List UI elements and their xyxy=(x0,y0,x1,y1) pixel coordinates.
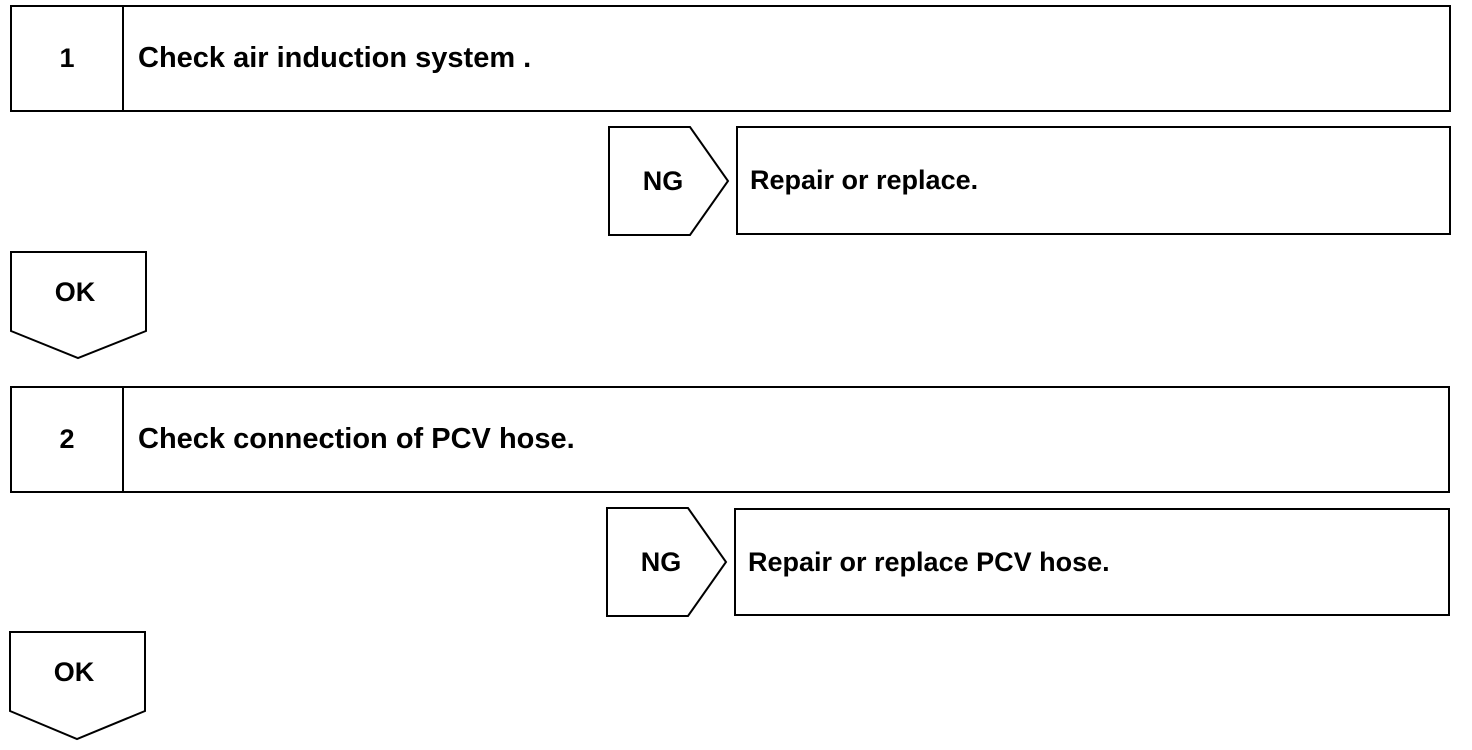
step-2-ok-label: OK xyxy=(53,656,95,687)
step-1-box: 1 Check air induction system . xyxy=(10,5,1451,112)
step-2-number: 2 xyxy=(12,388,124,491)
step-1-ng-action: Repair or replace. xyxy=(736,126,1451,235)
step-1-ok-label: OK xyxy=(54,276,96,307)
step-2-ng-action: Repair or replace PCV hose. xyxy=(734,508,1450,616)
step-1-ng-arrow xyxy=(608,126,730,236)
step-2-ng-label: NG xyxy=(640,546,682,577)
step-2-ng-arrow xyxy=(606,507,728,617)
step-1-title: Check air induction system . xyxy=(138,42,532,74)
step-2-title: Check connection of PCV hose. xyxy=(138,423,575,455)
step-2-ok-arrow xyxy=(9,631,146,741)
step-1-ng-label: NG xyxy=(642,165,684,196)
step-1-ok-arrow xyxy=(10,251,147,360)
step-1-number: 1 xyxy=(12,7,124,110)
step-2-box: 2 Check connection of PCV hose. xyxy=(10,386,1450,493)
